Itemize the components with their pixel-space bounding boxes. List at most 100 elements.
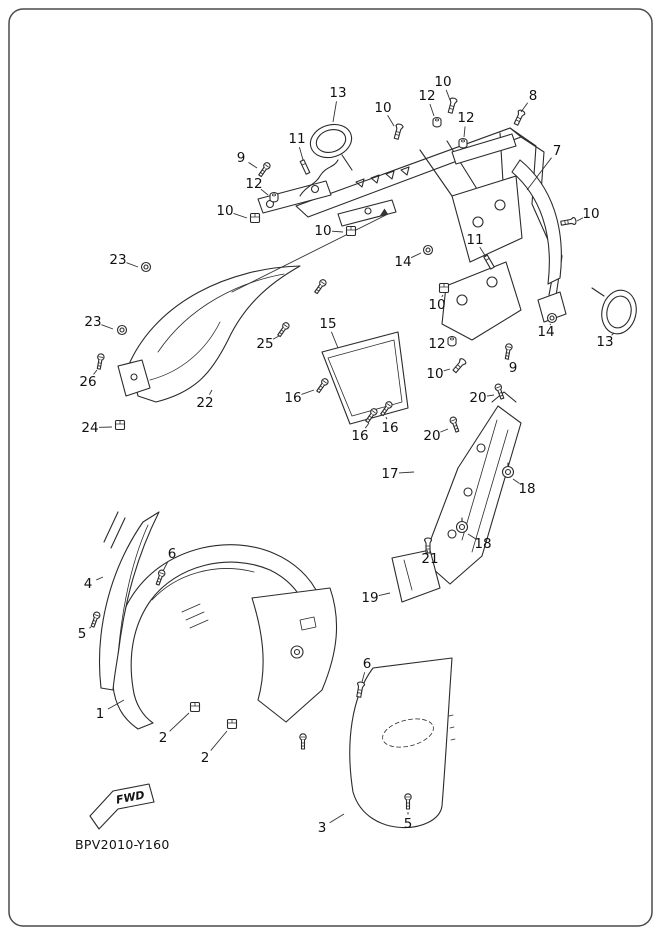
leader-line <box>260 188 269 196</box>
callout-12[interactable]: 12 <box>418 88 435 104</box>
callout-11[interactable]: 11 <box>288 131 305 147</box>
washer-icon <box>116 324 128 336</box>
callout-2[interactable]: 2 <box>159 730 168 746</box>
callout-7[interactable]: 7 <box>553 143 562 159</box>
callout-11[interactable]: 11 <box>466 232 483 248</box>
leader-line <box>611 332 615 336</box>
leader-line <box>364 422 370 429</box>
callout-17[interactable]: 17 <box>381 466 398 482</box>
leader-line <box>526 157 552 191</box>
stay-bracket <box>391 391 522 603</box>
pin-icon <box>299 159 311 175</box>
callout-23[interactable]: 23 <box>109 252 126 268</box>
leader-line <box>329 813 345 824</box>
side-panel-left <box>117 208 389 403</box>
leader-line <box>107 699 125 710</box>
callout-2[interactable]: 2 <box>201 750 210 766</box>
callout-14[interactable]: 14 <box>394 254 411 270</box>
leader-line <box>96 576 104 581</box>
callout-20[interactable]: 20 <box>423 428 440 444</box>
clip-icon <box>114 419 126 431</box>
washer-icon <box>140 261 152 273</box>
bolt-icon <box>559 216 578 228</box>
leader-line <box>272 335 280 340</box>
callout-21[interactable]: 21 <box>421 551 438 567</box>
screw-icon <box>275 320 291 339</box>
callout-3[interactable]: 3 <box>318 820 327 836</box>
callout-9[interactable]: 9 <box>509 360 518 376</box>
clip-icon <box>249 212 261 224</box>
callout-10[interactable]: 10 <box>374 100 391 116</box>
leader-line <box>440 428 449 433</box>
nut-icon <box>447 336 457 347</box>
leader-line <box>549 323 552 326</box>
callout-18[interactable]: 18 <box>518 481 535 497</box>
leader-line <box>93 369 98 375</box>
fender-side-plate <box>251 587 338 723</box>
leader-line <box>486 394 495 397</box>
callout-1[interactable]: 1 <box>96 706 105 722</box>
callout-4[interactable]: 4 <box>84 576 93 592</box>
nut-icon <box>269 192 279 203</box>
leader-line <box>479 246 487 258</box>
callout-10[interactable]: 10 <box>314 223 331 239</box>
callout-13[interactable]: 13 <box>329 85 346 101</box>
callout-12[interactable]: 12 <box>428 336 445 352</box>
callout-5[interactable]: 5 <box>404 816 413 832</box>
callout-16[interactable]: 16 <box>381 420 398 436</box>
mirror-right <box>591 287 637 335</box>
leader-line <box>429 103 435 117</box>
callout-5[interactable]: 5 <box>78 626 87 642</box>
leader-line <box>331 230 344 233</box>
screw-icon <box>448 415 461 434</box>
leader-line <box>89 626 92 629</box>
fwd-label: FWD <box>115 788 146 806</box>
callout-26[interactable]: 26 <box>79 374 96 390</box>
clip-icon <box>189 701 201 713</box>
leader-line <box>426 549 429 554</box>
screw-icon <box>89 610 102 629</box>
windshield-stay-assembly <box>257 123 637 341</box>
callout-19[interactable]: 19 <box>361 590 378 606</box>
callout-14[interactable]: 14 <box>537 324 554 340</box>
callout-22[interactable]: 22 <box>196 395 213 411</box>
callout-16[interactable]: 16 <box>284 390 301 406</box>
callout-25[interactable]: 25 <box>256 336 273 352</box>
leader-line <box>387 115 395 127</box>
clip-icon <box>226 718 238 730</box>
screw-icon <box>503 342 514 360</box>
callout-12[interactable]: 12 <box>245 176 262 192</box>
callout-23[interactable]: 23 <box>84 314 101 330</box>
leader-line <box>233 212 248 219</box>
callout-10[interactable]: 10 <box>434 74 451 90</box>
callout-18[interactable]: 18 <box>474 536 491 552</box>
windshield-panel <box>321 331 409 425</box>
leader-line <box>441 294 444 298</box>
lower-mount-bracket <box>391 549 441 603</box>
callout-6[interactable]: 6 <box>168 546 177 562</box>
callout-16[interactable]: 16 <box>351 428 368 444</box>
callout-10[interactable]: 10 <box>428 297 445 313</box>
leader-line <box>330 331 339 349</box>
leader-line <box>169 712 190 732</box>
screw-icon <box>314 376 330 395</box>
screw-icon <box>299 733 307 750</box>
leader-line <box>467 533 476 540</box>
callout-8[interactable]: 8 <box>529 88 538 104</box>
callout-10[interactable]: 10 <box>216 203 233 219</box>
callout-24[interactable]: 24 <box>81 420 98 436</box>
mud-flap <box>349 657 456 829</box>
callout-20[interactable]: 20 <box>469 390 486 406</box>
leader-line <box>576 217 584 222</box>
screw-icon <box>493 382 506 401</box>
callout-15[interactable]: 15 <box>319 316 336 332</box>
callout-10[interactable]: 10 <box>426 366 443 382</box>
callout-13[interactable]: 13 <box>596 334 613 350</box>
callout-12[interactable]: 12 <box>457 110 474 126</box>
callout-9[interactable]: 9 <box>237 150 246 166</box>
leader-line <box>378 592 391 596</box>
callout-6[interactable]: 6 <box>363 656 372 672</box>
callout-10[interactable]: 10 <box>582 206 599 222</box>
washer-icon <box>546 312 558 324</box>
